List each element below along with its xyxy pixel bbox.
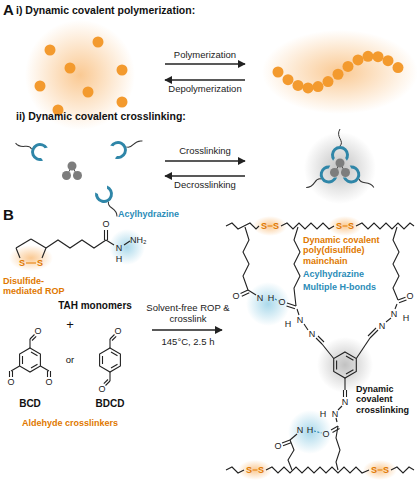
group-label: Acylhydrazine xyxy=(118,209,179,219)
atom-label: O xyxy=(322,429,329,439)
tah-monomer xyxy=(9,229,145,271)
group-label: Disulfide-mediated ROP xyxy=(3,276,65,297)
monomer-dot xyxy=(323,76,334,87)
atom-label: O xyxy=(274,441,281,451)
atom-label: S xyxy=(348,221,354,231)
atom-label: S xyxy=(336,221,342,231)
atom-label: N xyxy=(391,309,398,319)
atom-label: H xyxy=(116,254,123,264)
group-label: Aldehyde crosslinkers xyxy=(22,418,118,428)
atom-label: O xyxy=(34,326,41,336)
arrow-label: Decrosslinking xyxy=(174,180,236,191)
crosslinkers-free xyxy=(12,133,145,221)
atom-label: O xyxy=(406,291,413,301)
atom-label: N xyxy=(257,293,264,303)
atom-label: S xyxy=(371,465,377,475)
network-glows xyxy=(238,216,397,480)
arrow-label: Depolymerization xyxy=(168,84,241,95)
atom-label: O xyxy=(114,326,121,336)
atom-label: S xyxy=(261,221,267,231)
crosslinked-complex xyxy=(302,129,379,204)
condition-label: 145°C, 2.5 h xyxy=(162,337,215,348)
atom-label: S xyxy=(246,465,252,475)
atom-label: H xyxy=(268,293,275,303)
bcd-molecule xyxy=(10,335,51,378)
poly-disulfide-network xyxy=(226,223,414,473)
compound-label: BCD xyxy=(19,398,41,410)
atom-label: N xyxy=(297,315,304,325)
monomer-dot xyxy=(293,80,304,91)
reaction-arrows xyxy=(152,64,245,330)
arrow-label: Crosslinking xyxy=(179,146,231,157)
atom-label: H xyxy=(320,409,327,419)
atom-label: H xyxy=(403,313,410,323)
monomer-dot xyxy=(273,67,284,78)
group-label: Multiple H-bonds xyxy=(303,282,376,292)
atom-label: S xyxy=(273,221,279,231)
monomer-dot xyxy=(393,62,404,73)
atom-label: NH₂ xyxy=(130,235,147,245)
atom-label: O xyxy=(102,219,109,229)
atom-label: O xyxy=(45,377,52,387)
panel-label: A xyxy=(3,1,14,18)
monomer-dot xyxy=(283,74,294,85)
compound-label: TAH monomers xyxy=(58,300,132,312)
atom-label: H xyxy=(285,319,292,329)
atom-label: O xyxy=(7,377,14,387)
group-label: Dynamic covalent poly(disulfide) maincha… xyxy=(303,235,391,266)
plus-sign: + xyxy=(66,318,74,333)
atom-label: N xyxy=(379,321,386,331)
atom-label: O xyxy=(232,291,239,301)
atom-label: N xyxy=(332,409,339,419)
monomer-dot xyxy=(363,51,374,62)
polymer-chain xyxy=(262,30,418,114)
atom-label: S xyxy=(37,258,43,268)
monomer-dot xyxy=(383,55,394,66)
atom-label: O xyxy=(98,384,105,394)
group-label: Dynamic covalent crosslinking xyxy=(356,384,414,415)
atom-label: O xyxy=(278,297,285,307)
atom-label: S xyxy=(383,465,389,475)
atom-label: S xyxy=(19,258,25,268)
group-label: Acylhydrazine xyxy=(303,269,364,279)
monomer-dot xyxy=(373,51,384,62)
panel-label: B xyxy=(3,206,14,223)
monomer-dot xyxy=(333,69,344,80)
monomer-dot xyxy=(313,81,324,92)
atom-label: N xyxy=(309,329,316,339)
atom-label: H xyxy=(307,425,314,435)
connector-word: or xyxy=(66,355,74,366)
compound-label: BDCD xyxy=(96,398,125,410)
atom-label: N xyxy=(297,425,304,435)
atom-label: N xyxy=(116,243,123,253)
condition-label: Solvent-free ROP & crosslink xyxy=(146,303,230,325)
atom-label: S xyxy=(258,465,264,475)
atom-label: N xyxy=(342,397,349,407)
monomer-dot xyxy=(303,82,314,93)
monomer-dot xyxy=(343,61,354,72)
hydrogen-bonds xyxy=(275,299,322,433)
section-title: i) Dynamic covalent polymerization: xyxy=(16,4,195,16)
arrow-label: Polymerization xyxy=(174,50,236,61)
bdcd-molecule xyxy=(100,335,121,386)
monomer-dot xyxy=(353,54,364,65)
section-title: ii) Dynamic covalent crosslinking: xyxy=(16,110,186,122)
